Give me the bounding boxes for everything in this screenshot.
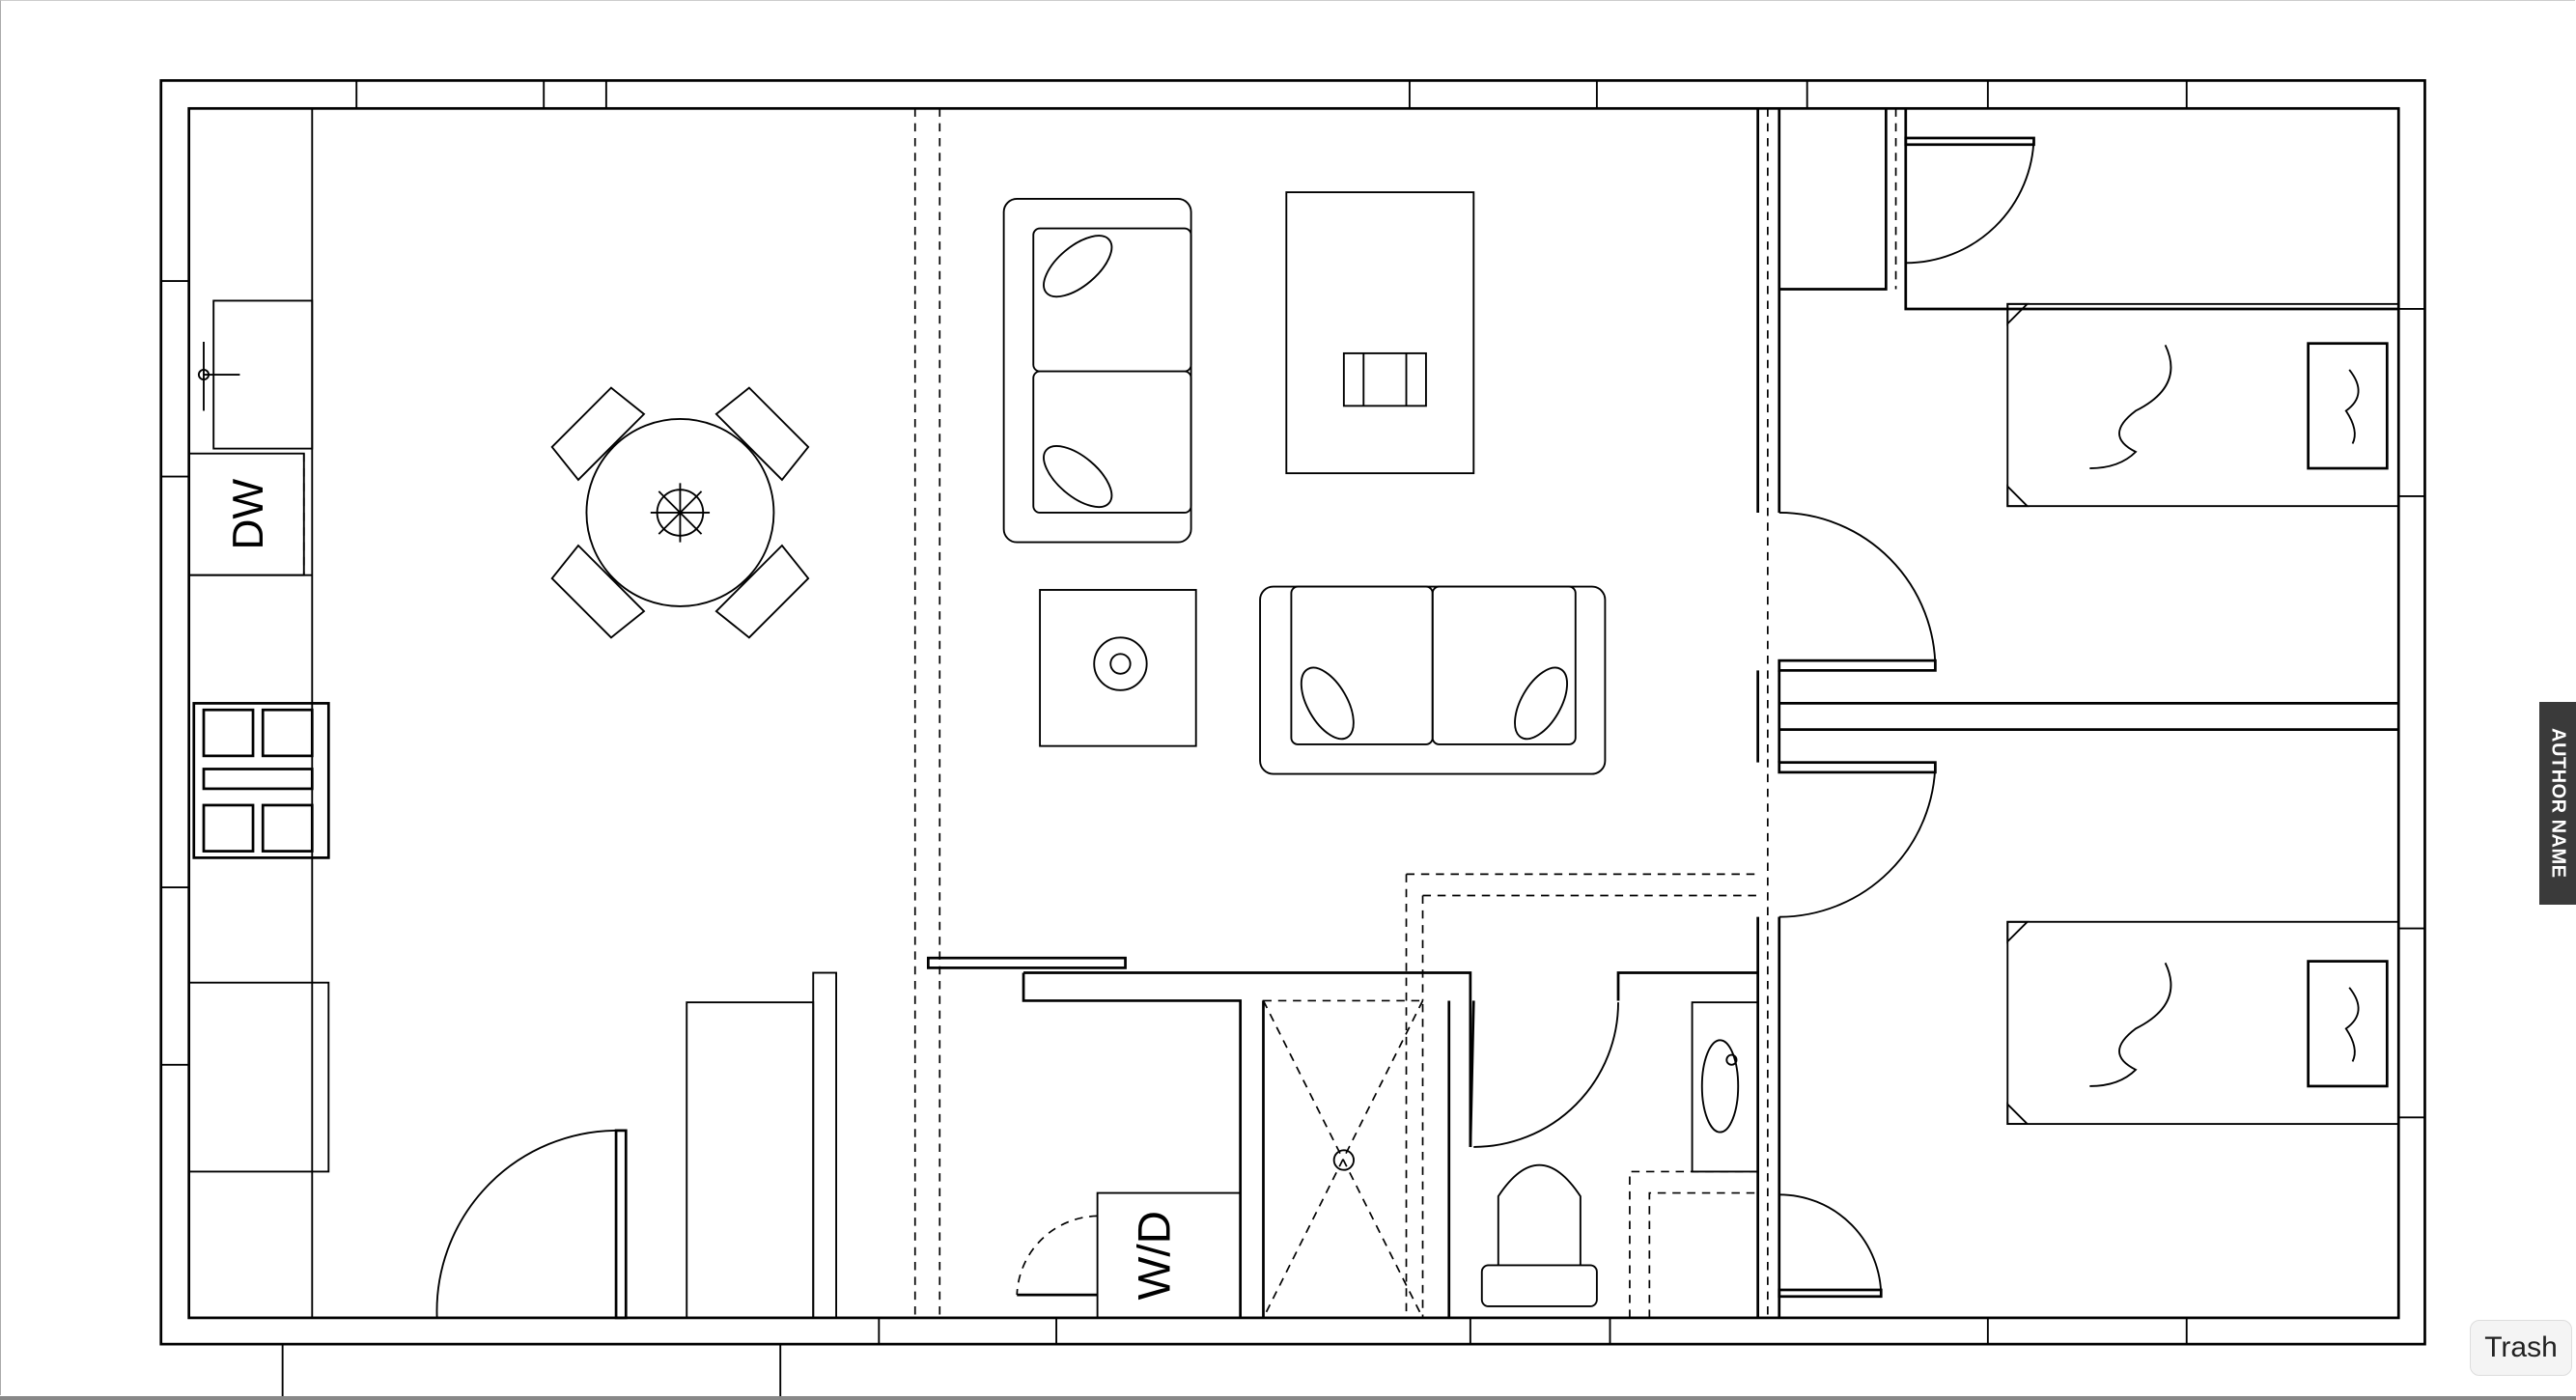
shower [1262, 999, 1424, 1319]
exterior-walls [159, 79, 2426, 1400]
sofa[interactable] [1002, 197, 1192, 544]
bed-2[interactable] [2006, 920, 2400, 1126]
washer-dryer-label: W/D [1129, 1211, 1180, 1301]
entry-door[interactable] [435, 1129, 628, 1345]
media-table[interactable] [1285, 191, 1475, 475]
stove [192, 702, 330, 859]
trash-tooltip: Trash [2470, 1320, 2572, 1376]
sliding-door[interactable] [927, 956, 1127, 969]
bedroom-walls [1756, 108, 2399, 1318]
dining-table[interactable] [550, 386, 810, 639]
dishwasher-label: DW [225, 479, 272, 550]
fridge [187, 981, 330, 1173]
dock-edge [0, 1396, 2576, 1400]
washer-dryer[interactable] [1016, 1191, 1242, 1319]
pantry [686, 1001, 815, 1319]
bed-1[interactable] [2006, 302, 2400, 508]
bathroom[interactable] [1469, 971, 1759, 1318]
bedroom-doors[interactable] [1778, 136, 2035, 1299]
kitchen-counter[interactable] [187, 108, 330, 1318]
toilet [1480, 1264, 1598, 1307]
loveseat[interactable] [1259, 585, 1607, 775]
side-table[interactable] [1039, 589, 1197, 747]
author-name-tab[interactable]: AUTHOR NAME [2539, 702, 2576, 905]
